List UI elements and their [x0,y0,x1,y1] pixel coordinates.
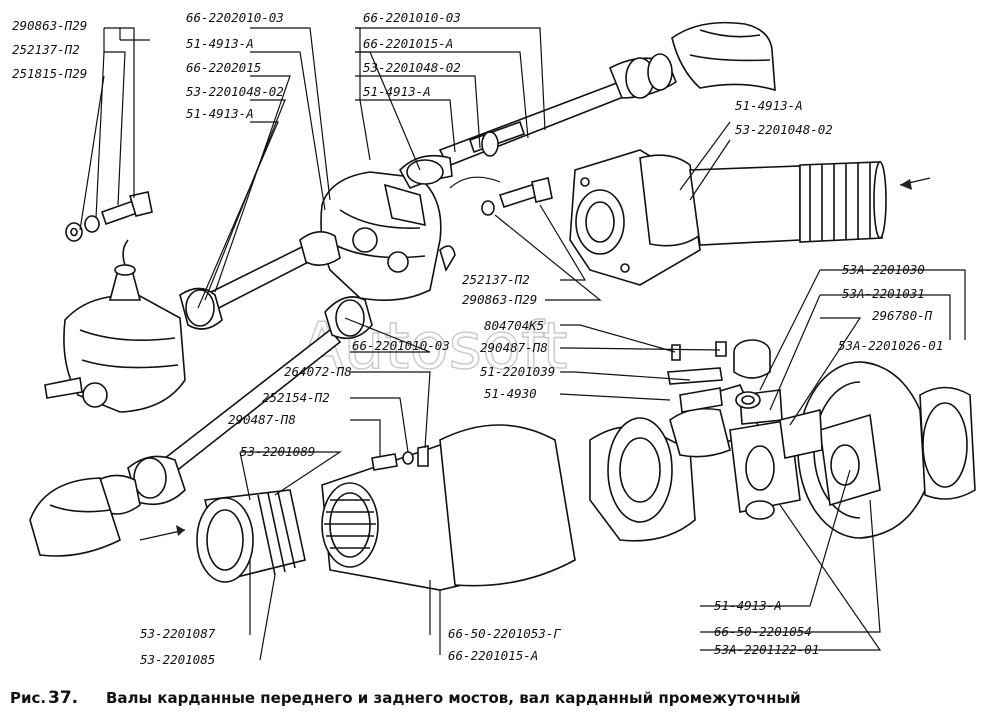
gearbox [44,239,186,413]
intermediate-shaft-left [179,231,341,330]
bolt-washer-middle [481,177,553,216]
sleeve-with-seals [196,489,306,583]
companion-flange-disc [779,361,976,539]
label-66-50-2201053-g: 66-50-2201053-Г [448,626,561,641]
flange-yoke-assembly [569,149,887,286]
label-66-50-2201054: 66-50-2201054 [714,624,812,639]
label-804704k5: 804704К5 [484,318,544,333]
label-296780-p: 296780-П [872,308,933,323]
label-51-4913-a-2: 51-4913-А [186,106,254,121]
label-51-4913-a-1: 51-4913-А [186,36,254,51]
label-66-2202010-03: 66-2202010-03 [186,10,284,25]
label-53-2201085: 53-2201085 [140,652,215,667]
bolt-washer-nut-left [65,191,153,242]
label-53-2201048-02-1: 53-2201048-02 [186,84,284,99]
figure-caption: Рис. 37. Валы карданные переднего и задн… [10,688,801,708]
label-66-2202015: 66-2202015 [186,60,261,75]
label-53a-2201030: 53А-2201030 [842,262,925,277]
label-53a-2201026-01: 53А-2201026-01 [838,338,943,353]
label-66-2201010-03-b: 66-2201010-03 [352,338,450,353]
caption-prefix: Рис. [10,689,46,707]
label-53-2201048-02-2: 53-2201048-02 [363,60,461,75]
leader-lines [79,27,966,661]
transfer-case [320,154,456,302]
label-66-2201015-a-1: 66-2201015-А [363,36,453,51]
shaft-tube [321,424,576,591]
label-53-2201089: 53-2201089 [240,444,315,459]
label-252154-p2: 252154-П2 [262,390,330,405]
label-66-2201015-a-2: 66-2201015-А [448,648,538,663]
rear-axle-housing-top [671,21,776,92]
label-53a-2201031: 53А-2201031 [842,286,925,301]
label-290487-p8-b: 290487-П8 [228,412,296,427]
label-53-2201048-02-3: 53-2201048-02 [735,122,833,137]
label-252137-p2-a: 252137-П2 [12,42,80,57]
caption-text: Валы карданные переднего и заднего мосто… [106,689,801,707]
rear-drive-shaft [94,296,373,515]
label-264072-p8: 264072-П8 [284,364,352,379]
label-290863-p29-b: 290863-П29 [462,292,537,307]
label-53a-2201122-01: 53А-2201122-01 [714,642,819,657]
rear-axle-housing-bottom [29,477,121,557]
label-51-4913-a-3: 51-4913-А [363,84,431,99]
label-51-2201039: 51-2201039 [480,364,555,379]
label-53-2201087: 53-2201087 [140,626,216,641]
small-parts-cluster [667,339,771,413]
label-51-4930: 51-4930 [484,386,537,401]
front-drive-shaft [438,53,677,168]
caption-number: 37. [48,688,78,708]
label-251815-p29: 251815-П29 [12,66,87,81]
direction-arrows [139,176,931,541]
label-252137-p2-b: 252137-П2 [462,272,530,287]
label-51-4913-a-5: 51-4913-А [714,598,782,613]
label-290487-p8-a: 290487-П8 [480,340,548,355]
label-66-2201010-03-a: 66-2201010-03 [363,10,461,25]
label-51-4913-a-4: 51-4913-А [735,98,803,113]
label-290863-p29-a: 290863-П29 [12,18,87,33]
part-labels: 290863-П29 252137-П2 251815-П29 66-22020… [12,10,943,667]
bolt-washer-lower [371,445,429,471]
